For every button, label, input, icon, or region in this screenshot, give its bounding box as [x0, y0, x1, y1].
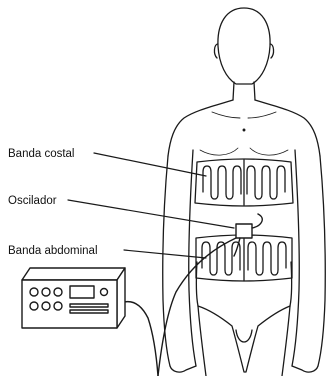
- leader-abdominal: [124, 250, 206, 258]
- neck-left: [233, 82, 234, 100]
- label-costal-band: Banda costal: [8, 148, 75, 160]
- abdominal-band-coil-right: [248, 242, 286, 275]
- left-arm-inner: [189, 150, 196, 366]
- costal-band: [195, 159, 293, 206]
- costal-band-coil-left: [203, 166, 241, 199]
- groin-bulge: [236, 330, 252, 342]
- monitor-cable-short: [124, 302, 158, 376]
- oscillator-lead-up: [252, 214, 262, 228]
- right-pectoral: [250, 148, 288, 155]
- right-clavicle: [248, 112, 276, 118]
- left-pectoral: [200, 148, 238, 155]
- abdominal-band-coil-left: [202, 242, 240, 275]
- sternum-mark: [243, 129, 245, 131]
- control-unit-top: [22, 268, 125, 280]
- head: [218, 8, 270, 84]
- monitor-cable: [158, 238, 236, 376]
- control-unit-icon: [22, 268, 125, 328]
- abdominal-band: [196, 235, 292, 281]
- neck-right: [254, 82, 255, 100]
- leader-lines: [68, 153, 234, 258]
- right-hand: [292, 366, 318, 372]
- left-hand: [170, 366, 196, 372]
- right-arm-inner: [292, 150, 299, 366]
- label-oscillator: Oscilador: [8, 195, 57, 207]
- oscillator-lead-down: [234, 238, 240, 256]
- label-abdominal-band: Banda abdominal: [8, 245, 98, 257]
- left-clavicle: [212, 112, 240, 118]
- oscillator-box: [236, 224, 252, 238]
- right-arm-outer: [318, 156, 325, 366]
- leader-costal: [94, 153, 206, 176]
- underwear: [198, 306, 290, 372]
- right-leg: [282, 306, 290, 376]
- right-shoulder: [255, 100, 320, 156]
- left-shoulder: [168, 100, 233, 156]
- costal-band-coil-right: [247, 166, 285, 199]
- control-unit-side: [117, 268, 125, 328]
- left-leg: [198, 306, 206, 376]
